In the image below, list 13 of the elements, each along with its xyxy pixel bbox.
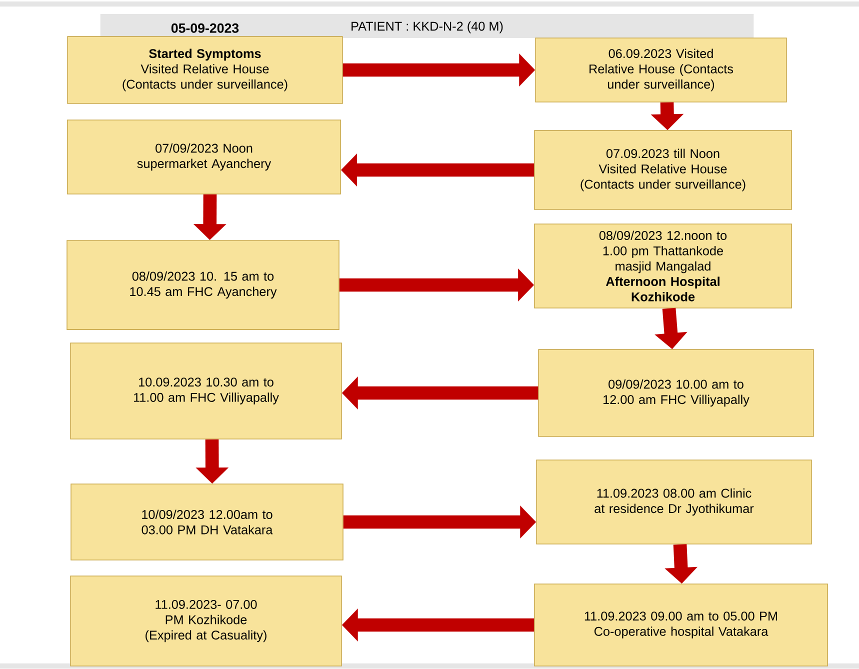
event-box: 09/09/2023 10.00 am to 12.00 am FHC Villiyapally xyxy=(538,349,814,437)
event-box: 07.09.2023 till Noon Visited Relative House (Contacts under surveillance) xyxy=(534,130,792,210)
event-box: 10/09/2023 12.00am to 03.00 PM DH Vatakara xyxy=(70,484,344,560)
event-box: 11.09.2023 09.00 am to 05.00 PM Co-operative hospital Vatakara xyxy=(534,584,828,666)
event-box: 10.09.2023 10.30 am to 11.00 am FHC Villiyapally xyxy=(70,342,342,440)
date-heading: 05-09-2023 xyxy=(170,22,240,34)
event-box: 08/09/2023 10. 15 am to 10.45 am FHC Ayanchery xyxy=(66,240,340,330)
event-box: 11.09.2023- 07.00 PM Kozhikode (Expired at Casuality) xyxy=(70,576,342,666)
event-box: Started Symptoms Visited Relative House (Contacts under surveillance) xyxy=(67,36,343,104)
event-box: 11.09.2023 08.00 am Clinic at residence Dr Jyothikumar xyxy=(536,460,812,544)
event-box: 07/09/2023 Noon supermarket Ayanchery xyxy=(67,120,341,194)
event-box: 06.09.2023 Visited Relative House (Contacts under surveillance) xyxy=(535,38,787,102)
event-box: 08/09/2023 12.noon to 1.00 pm Thattankode masjid Mangalad Afternoon Hospital Kozhikode xyxy=(534,224,792,308)
